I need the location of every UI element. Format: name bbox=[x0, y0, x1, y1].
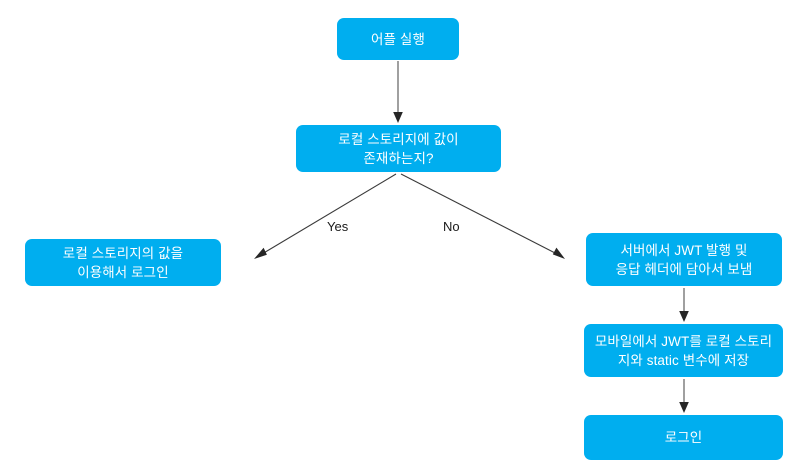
node-app-launch[interactable]: 어플 실행 bbox=[337, 18, 459, 60]
arrow-issue-jwt-to-store-jwt bbox=[679, 288, 689, 322]
node-login-with-local-value[interactable]: 로컬 스토리지의 값을 이용해서 로그인 bbox=[25, 239, 221, 286]
node-store-jwt[interactable]: 모바일에서 JWT를 로컬 스토리 지와 static 변수에 저장 bbox=[584, 324, 783, 377]
node-login-label: 로그인 bbox=[664, 430, 703, 445]
arrow-check-to-issue-jwt bbox=[400, 173, 565, 259]
node-issue-jwt-label: 서버에서 JWT 발행 및 응답 헤더에 담아서 보냄 bbox=[615, 242, 753, 277]
node-check-local-storage-label: 로컬 스토리지에 값이 존재하는지? bbox=[338, 131, 459, 166]
arrow-app-launch-to-check bbox=[393, 61, 403, 123]
node-check-local-storage[interactable]: 로컬 스토리지에 값이 존재하는지? bbox=[296, 125, 501, 172]
edge-label-yes: Yes bbox=[327, 219, 349, 234]
arrow-store-jwt-to-login bbox=[679, 379, 689, 413]
edge-label-no: No bbox=[443, 219, 460, 234]
node-app-launch-label: 어플 실행 bbox=[371, 31, 425, 47]
node-login[interactable]: 로그인 bbox=[584, 415, 783, 460]
arrow-check-to-login-local bbox=[254, 173, 397, 259]
node-login-with-local-value-label: 로컬 스토리지의 값을 이용해서 로그인 bbox=[62, 245, 184, 280]
node-store-jwt-label: 모바일에서 JWT를 로컬 스토리 지와 static 변수에 저장 bbox=[594, 333, 773, 368]
node-issue-jwt[interactable]: 서버에서 JWT 발행 및 응답 헤더에 담아서 보냄 bbox=[586, 233, 782, 286]
